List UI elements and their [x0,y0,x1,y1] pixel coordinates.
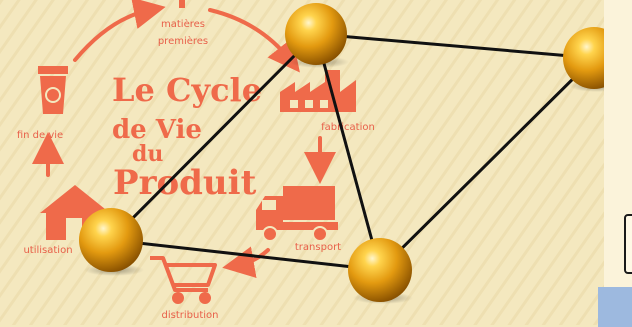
right-panel [604,0,632,325]
arrow-icon [208,8,300,73]
edge [378,56,596,272]
arrow-icon [222,246,270,278]
use-label: utilisation [23,245,72,256]
end-of-life-stage: fin de vie [17,66,68,141]
raw-materials-stage: matières premières [158,0,208,47]
manufacturing-label: fabrication [321,122,375,133]
raw-materials-label-2: premières [158,35,208,47]
transport-stage: transport [256,186,341,253]
blue-block [598,287,632,327]
edge [109,32,318,242]
edge [314,32,596,60]
distribution-label: distribution [162,310,219,321]
title-line-1: Le Cycle [112,71,262,109]
end-of-life-label: fin de vie [17,130,63,141]
edge [109,238,382,272]
raw-materials-label-1: matières [161,18,205,30]
title-line-4: Produit [113,163,257,203]
manufacturing-stage: fabrication [280,70,375,133]
factory-icon [280,70,356,112]
graph-node [285,3,347,65]
graph-node [348,238,412,302]
recycle-bin-icon [38,66,68,114]
truck-icon [256,186,338,242]
edge [314,32,382,272]
raw-materials-icon [179,0,185,8]
title-line-3: du [132,141,163,167]
cart-icon [150,256,217,304]
title-line-2: de Vie [112,115,202,145]
cycle-arrows [32,0,336,278]
distribution-stage: distribution [150,256,219,321]
transport-label: transport [295,242,341,253]
side-box [624,214,632,274]
arrow-icon [73,0,166,62]
graph-edges [109,32,596,272]
graph-node [79,208,143,272]
cycle-title: Le Cycle de Vie du Produit [112,71,262,203]
